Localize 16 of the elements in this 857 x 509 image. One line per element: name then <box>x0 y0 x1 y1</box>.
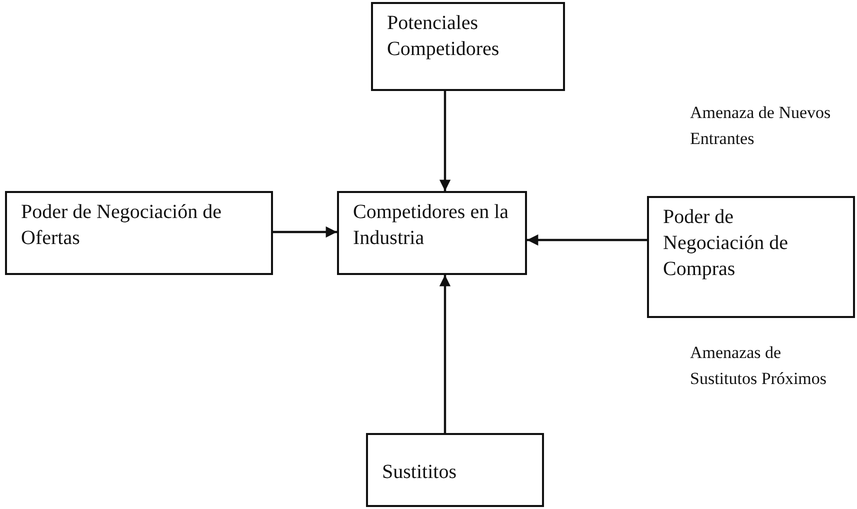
arrow <box>439 91 451 191</box>
process-box <box>5 191 273 275</box>
arrow <box>439 275 451 433</box>
box-label: Potenciales Competidores <box>387 11 500 62</box>
box-label: Competidores en la Industria <box>353 200 510 251</box>
arrow <box>527 234 647 246</box>
process-box <box>366 433 544 507</box>
box-label: Poder de Negociación de Ofertas <box>21 200 222 251</box>
box-label: Sustititos <box>382 460 458 485</box>
box-label: Poder de Negociación de Compras <box>663 205 789 282</box>
annotation-text: Amenaza de Nuevos Entrantes <box>690 102 832 150</box>
arrow <box>273 226 337 238</box>
annotation-text: Amenazas de Sustitutos Próximos <box>690 342 828 390</box>
process-box <box>337 191 527 275</box>
process-box <box>647 196 855 318</box>
process-box <box>371 2 565 91</box>
